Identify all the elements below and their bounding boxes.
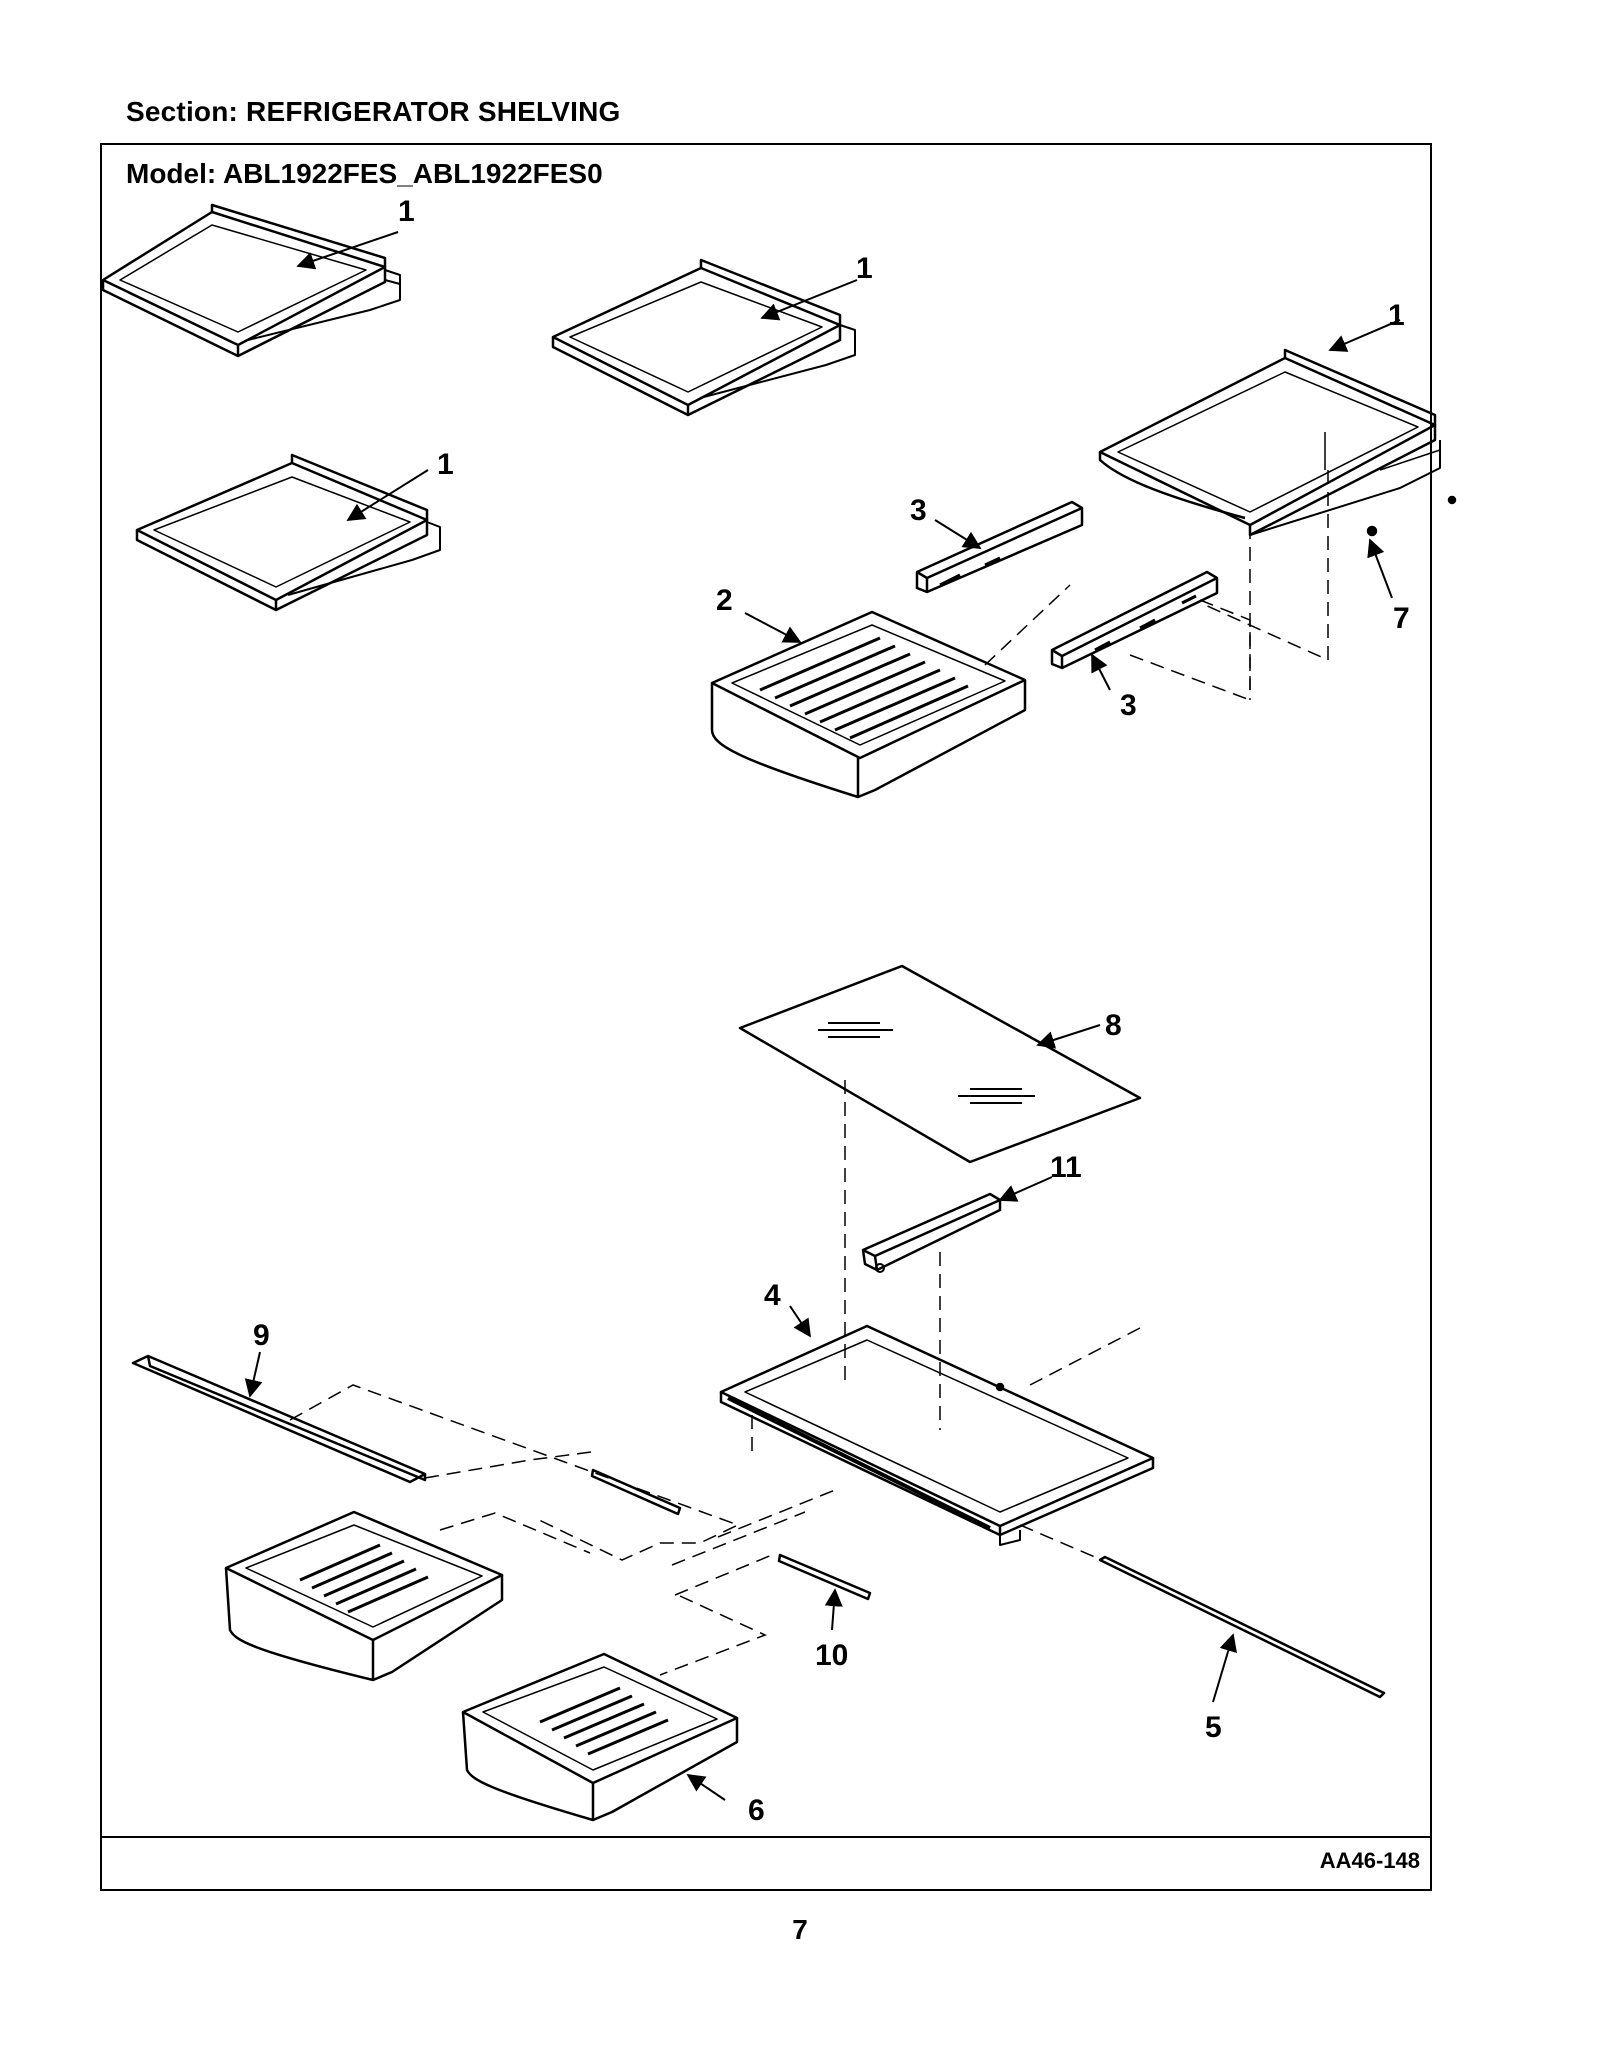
callout-3b: 3 <box>1120 689 1137 722</box>
callout-10: 10 <box>815 1639 848 1672</box>
crisper-drawer-part-6 <box>461 1652 739 1822</box>
lower-guide-lines <box>289 1080 1141 1676</box>
section-title: Section: REFRIGERATOR SHELVING <box>126 96 621 127</box>
crisper-pan-part-2 <box>710 610 1027 799</box>
rail-part-9 <box>131 1354 427 1484</box>
crisper-frame-part-4 <box>719 1324 1155 1546</box>
upper-guide-lines <box>984 470 1329 701</box>
bracket-part-11 <box>861 1192 1002 1273</box>
drawing-code: AA46-148 <box>1319 1848 1420 1873</box>
shelf-part-1b <box>551 258 856 417</box>
callout-1c: 1 <box>1388 299 1405 332</box>
callout-1a: 1 <box>398 195 415 228</box>
clip-part-10 <box>590 1468 872 1601</box>
callout-4: 4 <box>764 1279 781 1312</box>
crisper-drawer-left <box>224 1510 504 1682</box>
model-label: Model: ABL1922FES_ABL1922FES0 <box>126 158 603 189</box>
callout-9: 9 <box>253 1319 270 1352</box>
glass-shelf-part-8 <box>738 964 1142 1164</box>
shelf-part-1c <box>135 453 441 612</box>
callout-1d: 1 <box>437 448 454 481</box>
rail-part-5 <box>1098 1555 1386 1699</box>
callout-11: 11 <box>1050 1151 1082 1184</box>
shelf-part-1a <box>101 203 401 358</box>
page-number: 7 <box>792 1914 808 1945</box>
slide-rail-part-3a <box>915 500 1084 594</box>
slide-rail-part-3b <box>1050 570 1219 670</box>
shelf-part-1d <box>1098 348 1457 537</box>
callout-1b: 1 <box>856 252 873 285</box>
callout-5: 5 <box>1205 1711 1222 1744</box>
callout-leaders <box>244 231 1401 1801</box>
callout-6: 6 <box>748 1794 765 1827</box>
footer-divider <box>100 1836 1432 1838</box>
diagram-frame <box>100 143 1432 1891</box>
callout-7: 7 <box>1393 602 1410 635</box>
callout-3a: 3 <box>910 494 927 527</box>
callout-8: 8 <box>1105 1009 1122 1042</box>
callout-labels: 1 1 1 1 3 2 3 7 8 11 4 9 10 5 6 <box>253 195 1410 1827</box>
callout-2: 2 <box>716 584 733 617</box>
